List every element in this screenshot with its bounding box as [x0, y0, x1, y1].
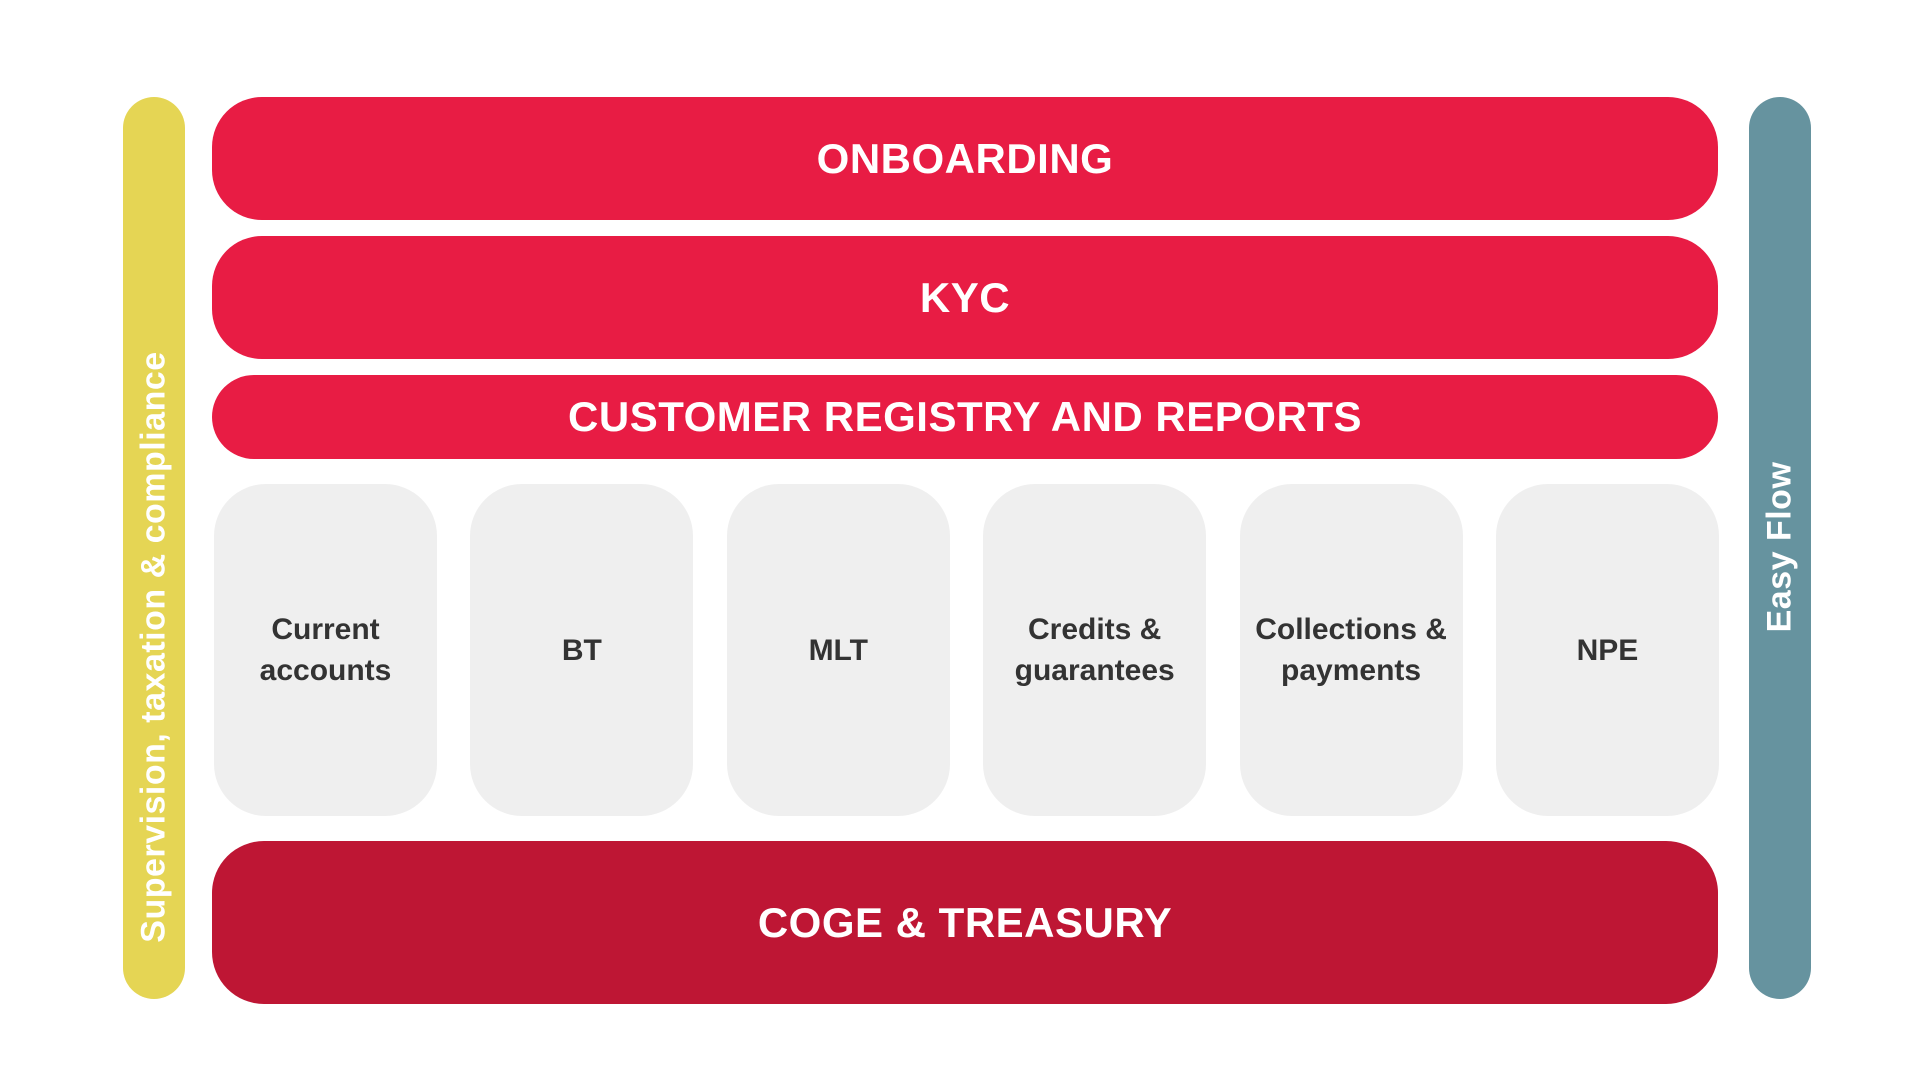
product-mlt: MLT	[726, 484, 950, 816]
customer-registry-label: CUSTOMER REGISTRY AND REPORTS	[568, 393, 1362, 440]
product-label: Current accounts	[259, 613, 392, 687]
kyc-label: KYC	[919, 273, 1011, 321]
product-npe: NPE	[1495, 484, 1719, 816]
product-label: BT	[561, 633, 602, 667]
coge-treasury-label: COGE & TREASURY	[757, 898, 1173, 946]
easy-flow-bar: Easy Flow	[1749, 97, 1811, 999]
product-modules: Current accounts BT MLT Credits & guaran…	[214, 484, 1719, 816]
onboarding-label: ONBOARDING	[816, 134, 1114, 182]
product-collections-payments: Collections & payments	[1239, 484, 1463, 816]
product-label: Credits & guarantees	[1014, 613, 1175, 687]
product-bt: BT	[470, 484, 694, 816]
easy-flow-label: Easy Flow	[1760, 461, 1799, 633]
product-current-accounts: Current accounts	[214, 484, 437, 816]
kyc-layer: KYC	[212, 236, 1718, 359]
product-credits-guarantees: Credits & guarantees	[983, 484, 1207, 816]
product-label: MLT	[808, 633, 868, 667]
coge-treasury-layer: COGE & TREASURY	[212, 841, 1718, 1004]
supervision-compliance-bar: Supervision, taxation & compliance	[123, 97, 185, 999]
supervision-compliance-label: Supervision, taxation & compliance	[134, 351, 173, 943]
product-label: Collections & payments	[1255, 613, 1447, 687]
product-label: NPE	[1576, 633, 1639, 667]
onboarding-layer: ONBOARDING	[212, 97, 1718, 220]
customer-registry-layer: CUSTOMER REGISTRY AND REPORTS	[212, 375, 1718, 459]
